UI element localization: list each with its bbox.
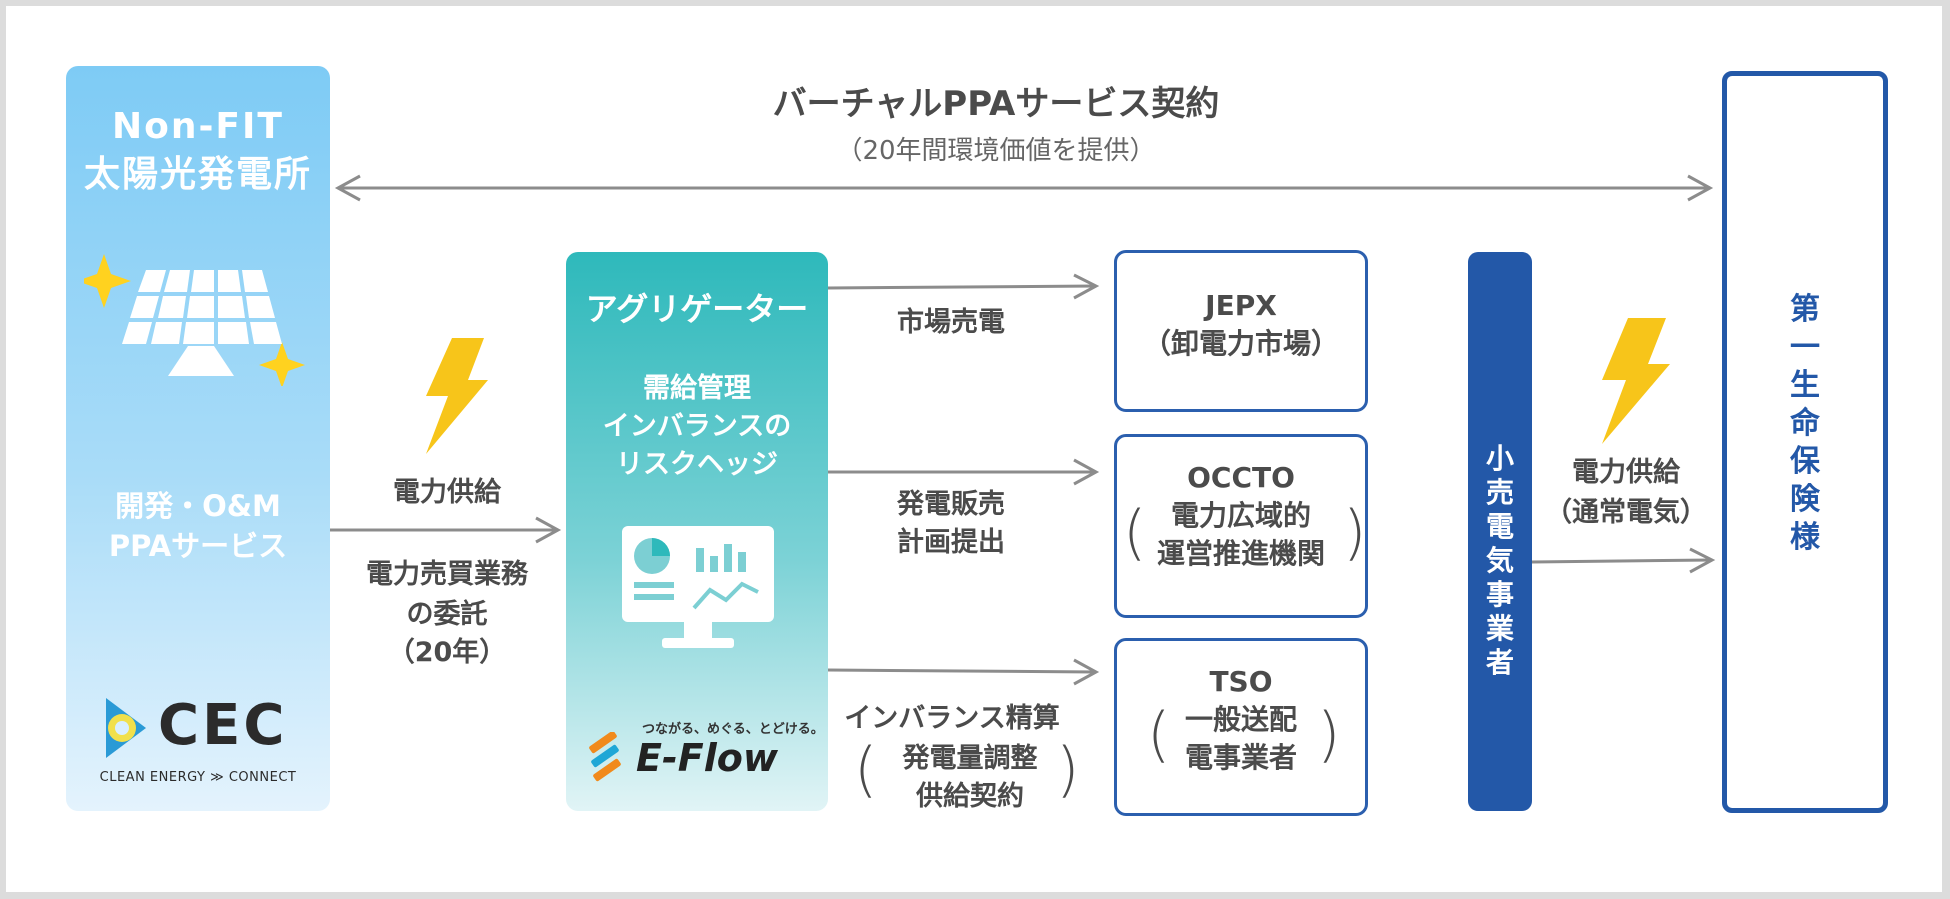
tso-paren-right: ) [1317,700,1341,770]
eflow-brand-text: E-Flow [636,736,778,780]
plan-submit-arrow [828,458,1100,486]
imbalance-paren-left: ( [854,735,878,805]
aggregator-title: アグリゲーター [585,290,809,328]
retail-char: 事 [1485,578,1514,611]
tso-title: TSO [1209,665,1273,698]
cec-logo-text: CEC [158,693,288,758]
aggregator-desc-line3: リスクヘッジ [616,449,778,480]
insurer-char: 険 [1790,482,1820,517]
right-supply-line2: （通常電気） [1545,497,1707,528]
occto-line2: 電力広域的 [1170,499,1311,532]
retail-char: 者 [1485,646,1514,679]
cec-logo-tagline: CLEAN ENERGY ≫ CONNECT [99,770,297,785]
solar-panel-icon [84,254,305,386]
retail-char: 気 [1485,544,1514,577]
left-supply-label: 電力供給 [393,477,501,508]
insurer-char: 生 [1790,368,1820,403]
contract-double-arrow [334,174,1714,202]
dai-ichi-life-box: 第 一 生 命 保 険 様 [1722,71,1888,813]
imbalance-arrow [828,658,1100,686]
occto-title: OCCTO [1187,461,1295,494]
right-lightning-icon [1602,318,1670,444]
solar-plant-panel: Non-FIT 太陽光発電所 開発・O&M PPAサービス [66,66,330,811]
eflow-logo-mark [589,732,621,782]
tso-paren-left: ( [1147,700,1171,770]
insurer-char: 保 [1790,444,1820,479]
retail-char: 電 [1485,510,1514,543]
eflow-tagline: つながる、めぐる、とどける。 [642,722,824,737]
left-contract-line2: の委託 [406,599,488,630]
contract-title: バーチャルPPAサービス契約 [772,84,1220,124]
diagram-canvas: バーチャルPPAサービス契約 （20年間環境価値を提供） Non-FIT 太陽光… [6,6,1942,892]
insurer-char: 一 [1790,330,1820,365]
left-lightning-icon [426,338,488,454]
imbalance-line1: インバランス精算 [844,703,1060,734]
imbalance-line3: 供給契約 [916,781,1024,812]
right-supply-line1: 電力供給 [1572,457,1680,488]
occto-paren-right: ) [1343,498,1367,568]
cec-logo-mark [106,698,146,758]
imbalance-line2: 発電量調整 [902,743,1038,774]
tso-line2: 一般送配 [1184,703,1297,736]
occto-box: OCCTO 電力広域的 運営推進機関 ( ) [1114,434,1368,618]
insurer-char: 様 [1790,520,1820,555]
insurer-char: 命 [1790,406,1820,441]
plant-to-aggregator-arrow [330,516,562,544]
jepx-box: JEPX （卸電力市場） [1114,250,1368,412]
plant-title-line2: 太陽光発電所 [83,154,312,195]
market-sale-arrow [828,273,1100,300]
occto-paren-left: ( [1123,498,1147,568]
retail-to-insurer-arrow [1532,547,1716,574]
plant-service-line2: PPAサービス [108,529,288,563]
aggregator-desc-line1: 需給管理 [643,373,751,404]
tso-line3: 電事業者 [1184,741,1297,774]
tso-box: TSO 一般送配 電事業者 ( ) [1114,638,1368,816]
retail-char: 小 [1485,442,1514,475]
jepx-title: JEPX [1205,289,1277,322]
retail-provider-bar: 小 売 電 気 事 業 者 [1468,252,1532,811]
retail-char: 売 [1485,476,1514,509]
market-sale-label: 市場売電 [897,307,1005,338]
plan-submit-line2: 計画提出 [897,527,1005,558]
plant-service-line1: 開発・O&M [115,489,281,523]
occto-line3: 運営推進機関 [1156,537,1325,570]
contract-subtitle: （20年間環境価値を提供） [836,136,1156,166]
aggregator-panel: アグリゲーター 需給管理 インバランスの リスクヘッジ つながる、めぐる、とどけ… [566,252,828,811]
plant-title-line1: Non-FIT [112,106,284,147]
retail-char: 業 [1485,612,1514,645]
aggregator-desc-line2: インバランスの [602,411,792,442]
plan-submit-line1: 発電販売 [897,489,1005,520]
jepx-subtitle: （卸電力市場） [1142,327,1339,360]
left-contract-line3: （20年） [387,637,507,668]
imbalance-paren-right: ) [1056,735,1080,805]
left-contract-line1: 電力売買業務 [366,559,528,590]
monitor-dashboard-icon [622,526,774,648]
insurer-char: 第 [1790,292,1820,327]
